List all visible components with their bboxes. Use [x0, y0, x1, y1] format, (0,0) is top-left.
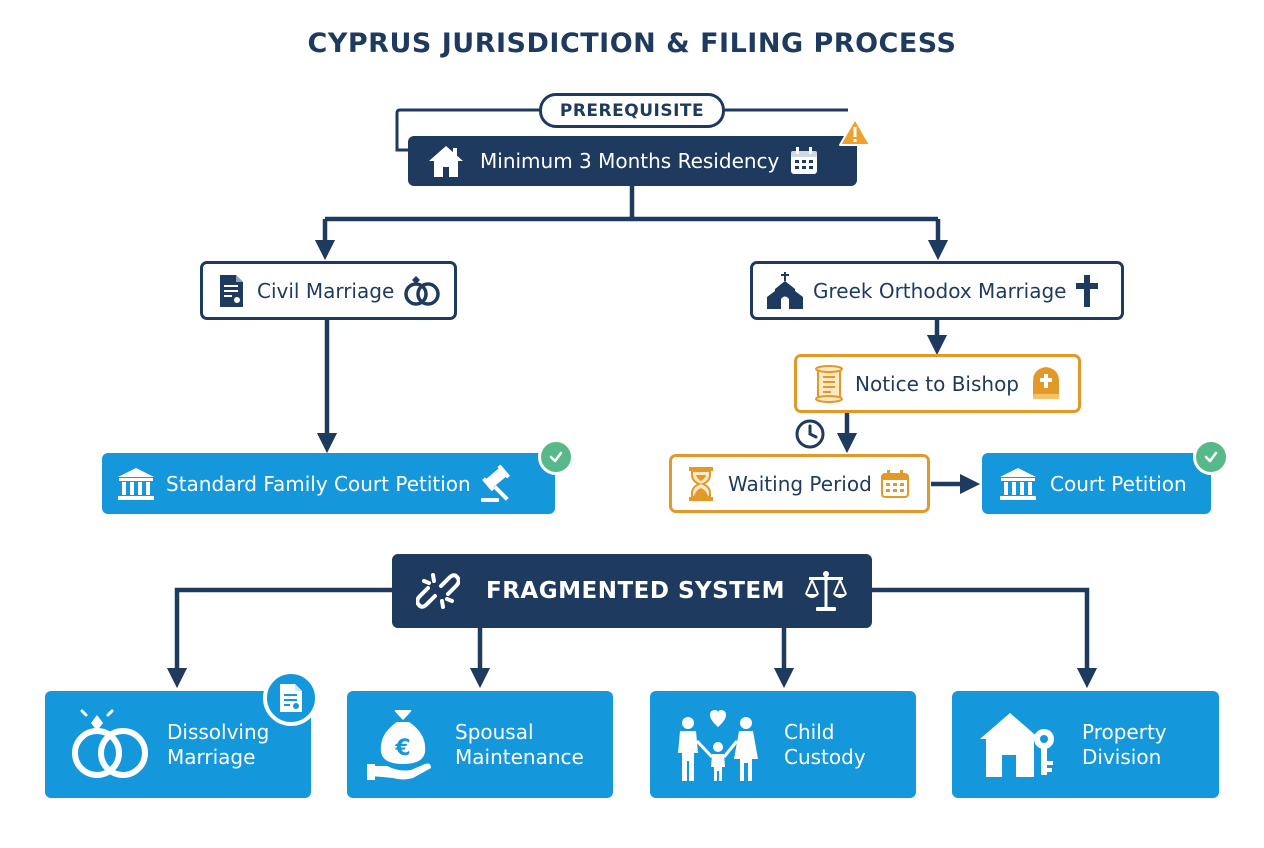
mitre-icon — [1029, 365, 1063, 403]
fragmented-system-node: FRAGMENTED SYSTEM — [392, 554, 872, 628]
notice-to-bishop-node: Notice to Bishop — [794, 354, 1081, 413]
svg-text:€: € — [394, 736, 410, 761]
house-key-icon — [978, 709, 1062, 781]
issue-card-property-division: Property Division — [952, 691, 1219, 798]
scales-icon — [803, 569, 849, 613]
issue-card-child-custody: Child Custody — [650, 691, 916, 798]
clock-icon — [794, 418, 826, 450]
rings-icon — [402, 274, 442, 308]
broken-chain-icon — [416, 569, 460, 613]
page-title: CYPRUS JURISDICTION & FILING PROCESS — [307, 28, 957, 59]
standard-family-court-petition-node: Standard Family Court Petition — [102, 453, 555, 514]
prerequisite-tag: PREREQUISITE — [539, 93, 725, 128]
issue-child-custody-label: Child Custody — [784, 719, 866, 769]
residency-node: Minimum 3 Months Residency — [408, 136, 857, 186]
courthouse-icon — [116, 466, 156, 502]
gavel-icon — [479, 464, 519, 504]
orthodox-marriage-label: Greek Orthodox Marriage — [813, 278, 1067, 303]
house-icon — [426, 143, 466, 179]
court-petition-label: Court Petition — [1050, 471, 1187, 496]
notice-to-bishop-label: Notice to Bishop — [855, 371, 1019, 396]
check-badge-icon — [538, 439, 574, 475]
waiting-period-node: Waiting Period — [669, 454, 930, 513]
fragmented-system-label: FRAGMENTED SYSTEM — [486, 578, 786, 604]
document-icon — [217, 273, 245, 309]
issue-card-spousal-maintenance: € Spousal Maintenance — [347, 691, 613, 798]
prerequisite-tag-label: PREREQUISITE — [559, 100, 705, 121]
church-icon — [765, 271, 805, 311]
calendar-icon — [789, 146, 819, 176]
waiting-period-label: Waiting Period — [728, 471, 872, 496]
civil-marriage-node: Civil Marriage — [200, 261, 457, 320]
family-icon — [672, 707, 764, 783]
hourglass-icon — [686, 465, 716, 503]
court-petition-node: Court Petition — [982, 453, 1211, 514]
courthouse-icon — [998, 466, 1038, 502]
standard-family-court-petition-label: Standard Family Court Petition — [166, 471, 471, 496]
cross-icon — [1074, 274, 1100, 308]
calendar-icon — [880, 469, 910, 499]
check-badge-icon — [1193, 439, 1229, 475]
document-badge-icon — [263, 670, 319, 726]
issue-spousal-maintenance-label: Spousal Maintenance — [455, 719, 584, 769]
scroll-icon — [813, 364, 845, 403]
civil-marriage-label: Civil Marriage — [257, 278, 395, 303]
warning-icon — [838, 117, 872, 147]
orthodox-marriage-node: Greek Orthodox Marriage — [750, 261, 1124, 320]
issue-property-division-label: Property Division — [1082, 719, 1167, 769]
issue-dissolving-marriage-label: Dissolving Marriage — [167, 719, 270, 769]
rings-icon — [67, 709, 157, 781]
residency-label: Minimum 3 Months Residency — [480, 149, 780, 173]
money-bag-icon: € — [365, 708, 441, 782]
